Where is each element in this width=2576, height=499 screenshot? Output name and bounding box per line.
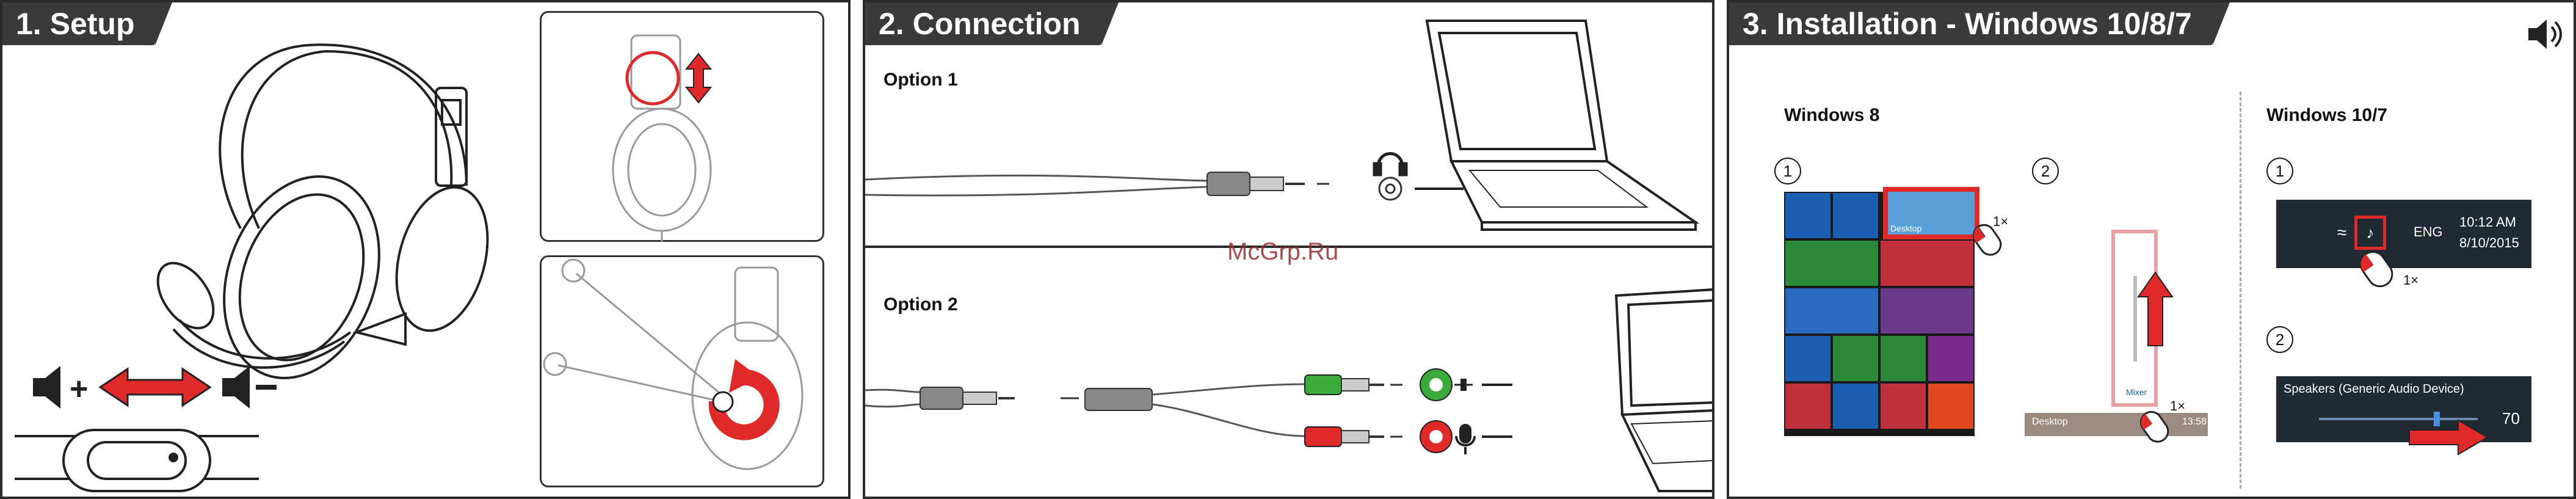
arrow-right-icon: [2409, 419, 2489, 456]
click-count-2: 1×: [2170, 398, 2185, 414]
volume-value: 70: [2502, 409, 2520, 428]
option2-diagram: [865, 253, 1714, 491]
win8-label: Windows 8: [1784, 105, 1879, 126]
click-count-3: 1×: [2403, 272, 2418, 288]
tile-weather[interactable]: [1785, 288, 1878, 333]
win10-volume-flyout: Speakers (Generic Audio Device) 70: [2276, 376, 2531, 442]
mouse-icon: [2137, 406, 2174, 448]
setup-title: 1. Setup: [2, 2, 155, 45]
speaker-icon: [2526, 16, 2563, 53]
arrow-up-icon: [2137, 272, 2174, 346]
tile-games[interactable]: [1881, 336, 1926, 381]
headphone-port-icon: [1454, 379, 1473, 391]
tile-news[interactable]: [1881, 241, 1973, 286]
tile-travel[interactable]: [1881, 288, 1973, 333]
tile-finance[interactable]: [1785, 241, 1878, 286]
tile-camera[interactable]: [1928, 336, 1973, 381]
watermark: McGrp.Ru: [1227, 238, 1338, 266]
win8-step2-badge: 2: [2032, 158, 2059, 184]
option1-diagram: [865, 15, 1708, 247]
tile-store[interactable]: [1833, 336, 1878, 381]
tile-video[interactable]: [1881, 384, 1926, 429]
laptop-icon: [1616, 290, 1714, 491]
win8-taskbar-time: 13:58: [2182, 417, 2207, 428]
inline-remote-icon: [15, 418, 259, 499]
taskbar-lang: ENG: [2414, 224, 2443, 240]
tile-skydrive[interactable]: [1833, 384, 1878, 429]
win107-label: Windows 10/7: [2266, 105, 2387, 126]
installation-title: 3. Installation - Windows 10/8/7: [1729, 2, 2213, 45]
microphone-icon: [1456, 425, 1475, 454]
os-divider: [2240, 92, 2241, 489]
click-count-1: 1×: [1993, 214, 2008, 230]
mic-rotate-diagram: [540, 255, 824, 487]
laptop-icon: [1427, 21, 1696, 230]
win10-step1-badge: 1: [2266, 158, 2293, 184]
tile-desktop-label: Desktop: [1890, 224, 1921, 233]
tile-music[interactable]: [1928, 384, 1973, 429]
taskbar-time: 10:12 AM: [2459, 214, 2516, 230]
headband-adjust-diagram: [540, 11, 824, 242]
tile-mail[interactable]: [1833, 193, 1878, 238]
tile-ie[interactable]: [1785, 336, 1830, 381]
win8-step1-badge: 1: [1774, 158, 1801, 184]
tile-desktop[interactable]: Desktop: [1883, 187, 1979, 239]
svg-text:+: +: [70, 371, 88, 407]
mouse-icon: [2356, 244, 2398, 293]
mixer-link[interactable]: Mixer: [2126, 387, 2147, 397]
tile-video-store[interactable]: [1785, 384, 1830, 429]
taskbar-date: 8/10/2015: [2459, 235, 2519, 251]
win10-step2-badge: 2: [2266, 326, 2293, 353]
win8-taskbar-desktop: Desktop: [2032, 417, 2068, 428]
volume-control-diagram: +: [27, 357, 283, 418]
win10-taskbar: ≈ ♪ ENG 10:12 AM 8/10/2015: [2276, 200, 2531, 268]
setup-panel: 1. Setup +: [0, 0, 851, 499]
tile-photos[interactable]: [1785, 193, 1830, 238]
speakers-label: Speakers (Generic Audio Device): [2284, 382, 2464, 396]
wifi-icon: ≈: [2337, 223, 2346, 242]
win8-taskbar: Desktop 13:58: [2025, 413, 2208, 436]
headphone-icon: [1374, 154, 1406, 175]
